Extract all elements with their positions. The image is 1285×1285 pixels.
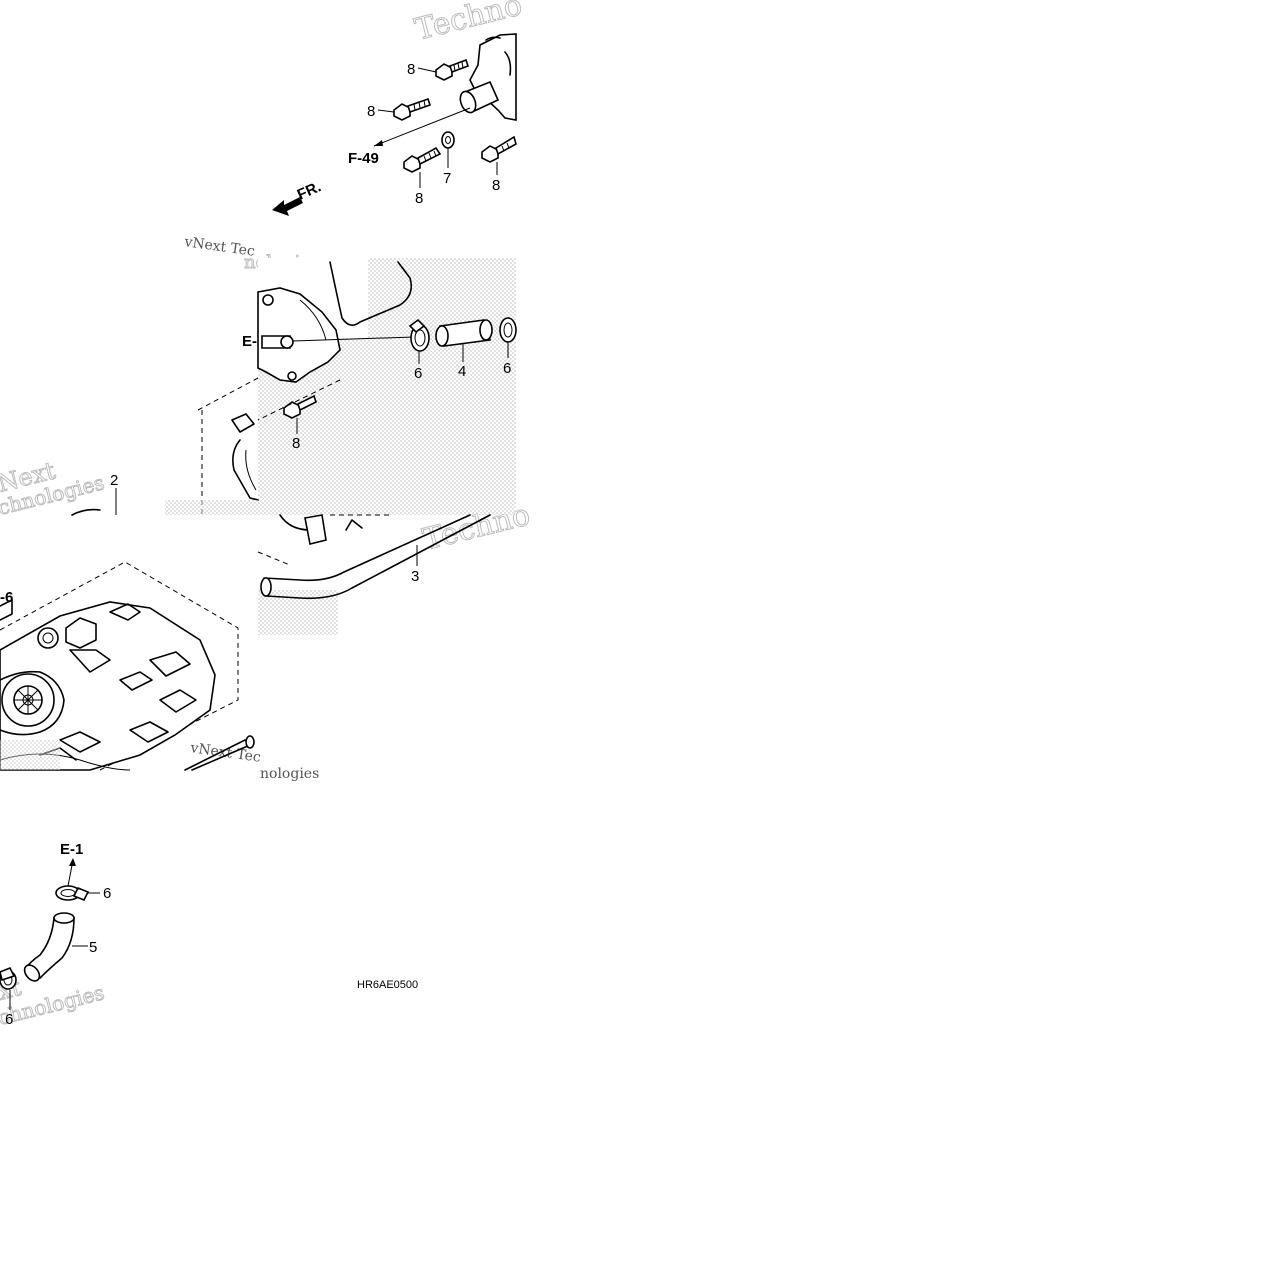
- hose-clamp: [55, 885, 90, 902]
- callout-8: 8: [367, 103, 375, 120]
- callout-4: 4: [458, 363, 466, 380]
- hose-clamp: [0, 966, 17, 990]
- flange-bolt: [435, 58, 470, 81]
- thermostat-housing: [469, 33, 517, 121]
- callout-6: 6: [503, 360, 511, 377]
- gasket-callout: 2: [71, 472, 118, 516]
- ref-e1-left: E-: [242, 333, 257, 350]
- hose-clamp: [408, 318, 430, 352]
- flange-bolt: [481, 135, 517, 163]
- front-direction-arrow: FR.: [272, 178, 324, 216]
- callout-8: 8: [292, 435, 300, 452]
- callout-2: 2: [110, 472, 118, 489]
- callout-8: 8: [492, 177, 500, 194]
- cover-hose-group: E- 6 4 6 8: [165, 258, 517, 515]
- hose-clamp: [499, 317, 517, 343]
- callout-5: 5: [89, 939, 97, 956]
- water-hose-lower: [24, 917, 75, 980]
- callout-8: 8: [415, 190, 423, 207]
- callout-6: 6: [103, 885, 111, 902]
- water-pump-cover: [257, 287, 341, 383]
- flange-bolt: [393, 97, 432, 121]
- callout-6: 6: [414, 365, 422, 382]
- callout-8: 8: [407, 61, 415, 78]
- flange-bolt: [283, 394, 317, 419]
- direction-label: FR.: [295, 178, 324, 203]
- thermostat-housing-group: F-49 8 8 8 7: [272, 33, 517, 216]
- water-pipe-group: 3: [257, 514, 491, 635]
- crankcase-group: -6: [0, 561, 255, 771]
- callout-7: 7: [443, 170, 451, 187]
- sealing-washer: [441, 131, 455, 149]
- ref-e1-top: E-1: [60, 841, 83, 858]
- water-pipe: [263, 514, 471, 582]
- callout-3: 3: [411, 568, 419, 585]
- flange-bolt: [403, 146, 442, 173]
- cover-gasket-outline: [329, 261, 413, 326]
- lower-hose-group: E-1 6 5 6: [0, 841, 111, 1028]
- callout-6: 6: [5, 1011, 13, 1028]
- watermark-text: nologies: [260, 766, 319, 782]
- drawing-code: HR6AE0500: [357, 979, 418, 991]
- ref-f49: F-49: [348, 150, 379, 167]
- water-hose-short: [435, 319, 493, 347]
